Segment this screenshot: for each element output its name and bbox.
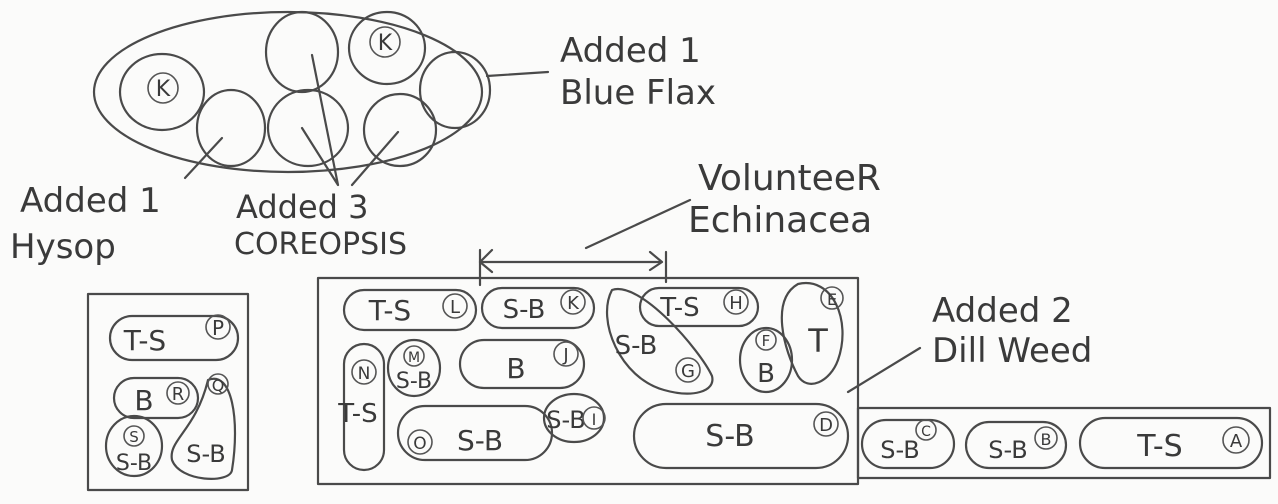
plant-letter: S [129,428,139,446]
right-plant-b: S-B B [964,420,1068,470]
plant-letter: C [921,424,931,440]
plant-letter: P [212,316,224,340]
leader-hysop [183,136,224,180]
plant-label: B [757,359,775,389]
plant-letter: D [819,415,833,436]
oval-plant-coreopsis-right [362,92,438,168]
annotation-text: COREOPSIS [234,227,407,262]
left-plant-s: S S-B [104,414,164,478]
plant-letter: E [827,290,837,309]
left-bed-outline [86,292,250,492]
annotation-hysop: Added 1 Hysop [10,181,161,267]
center-plant-n: N T-S [337,342,386,472]
right-plant-c: S-B C [860,418,956,470]
plant-label: T-S [368,294,411,327]
left-bed: T-S P B R Q S-B S S-B [86,292,250,492]
right-bed: S-B C S-B B T-S A [856,406,1272,480]
leader-echinacea [584,198,692,250]
leader-coreopsis [300,53,400,187]
right-bed-outline [856,406,1272,480]
echinacea-span-arrow [478,248,668,287]
plant-label: T-S [659,293,699,323]
plant-label: S-B [457,424,503,457]
plant-letter: K [567,293,580,314]
plant-letter: L [450,297,460,318]
oval-bed-outline [92,10,484,174]
plant-label: T-S [337,399,377,429]
center-plant-g: S-B G [606,287,714,395]
center-plant-i: S-B I [542,392,606,444]
plant-label: S-B [116,451,152,476]
plant-letter: M [408,350,420,366]
plant-label: S-B [186,440,226,468]
plant-letter: B [1041,430,1052,449]
oval-plant-blue-flax [418,50,492,130]
center-plant-e: T E [780,281,844,385]
plant-label: T-S [1136,429,1182,464]
oval-plant-k-right: K [347,10,427,86]
center-plant-d: S-B D [632,402,850,470]
center-plant-l: T-S L [342,288,478,332]
plant-letter: J [562,345,568,366]
plant-label: S-B [880,436,920,464]
annotation-text: Added 3 [236,188,368,226]
plant-label: T [807,322,828,360]
oval-plant-coreopsis-middle [266,88,350,168]
annotation-blue-flax: Added 1 Blue Flax [560,31,716,113]
center-bed-outline [316,276,860,486]
plant-label: B [506,352,525,385]
plant-letter: H [729,293,743,314]
right-plant-a: T-S A [1078,416,1264,470]
center-plant-j: B J [458,338,586,390]
annotation-text: Echinacea [688,200,872,241]
left-plant-q: Q S-B [170,373,237,480]
annotation-dill-weed: Added 2 Dill Weed [932,291,1092,371]
plant-label: S-B [503,295,546,325]
annotation-echinacea: VolunteeR Echinacea [688,158,881,241]
left-plant-r: B R [112,376,200,420]
plant-letter: G [681,361,695,382]
oval-plant-hysop [195,88,267,168]
left-plant-p: T-S P [108,314,240,362]
center-plant-k: S-B K [480,286,596,330]
plant-label: T-S [123,324,166,357]
plant-letter: F [762,332,771,350]
plant-letter: Q [212,376,225,395]
annotation-text: Blue Flax [560,73,716,113]
annotation-text: Dill Weed [932,331,1092,371]
annotation-text: VolunteeR [698,158,881,199]
plant-letter: N [358,364,371,384]
annotation-text: Added 2 [932,291,1073,331]
annotation-coreopsis: Added 3 COREOPSIS [234,188,407,262]
oval-plant-letter: K [378,31,393,56]
leader-dill [846,346,922,394]
plant-letter: A [1230,431,1243,452]
plant-label: S-B [615,331,658,361]
plant-letter: I [592,410,597,429]
plant-label: S-B [988,436,1028,464]
oval-bed: K K [92,10,492,174]
center-plant-f: F B [738,326,794,394]
annotation-text: Added 1 [20,181,161,221]
plant-label: S-B [396,369,432,394]
plant-letter: O [413,434,426,454]
center-plant-o: O S-B [396,404,554,462]
plant-letter: R [172,384,185,405]
annotation-text: Hysop [10,227,116,267]
plant-label: S-B [546,406,586,434]
oval-plant-coreopsis-top [264,10,340,94]
oval-plant-k-left: K [118,52,206,132]
center-plant-m: M S-B [386,338,442,398]
plant-label: B [134,384,153,417]
center-plant-h: T-S H [638,286,760,328]
plant-label: S-B [705,419,754,454]
center-bed: T-S L S-B K S-B G T-S H T E [316,276,860,486]
leader-blue-flax [485,70,550,78]
annotation-text: Added 1 [560,31,701,71]
oval-plant-letter: K [156,77,171,102]
